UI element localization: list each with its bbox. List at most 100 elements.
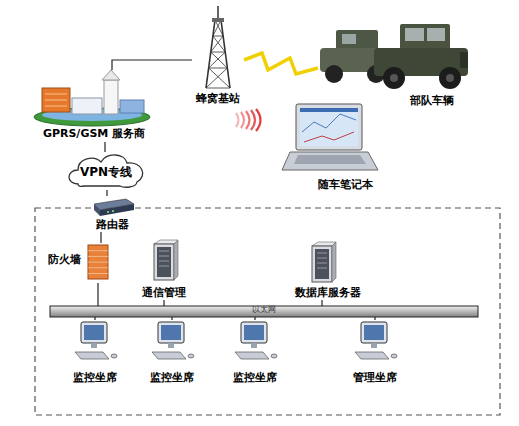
jeep-window bbox=[405, 28, 424, 41]
vehicle-photo-art bbox=[320, 24, 468, 89]
brick-line bbox=[88, 273, 108, 274]
map-route bbox=[304, 132, 354, 142]
tower-brace bbox=[213, 36, 223, 37]
monitor-screen bbox=[364, 325, 384, 340]
signal-wave bbox=[251, 110, 255, 130]
shed-block bbox=[120, 100, 144, 113]
server-panel bbox=[157, 247, 171, 277]
server-side bbox=[332, 242, 336, 282]
cell-tower: 蜂窝基站 bbox=[192, 6, 244, 106]
jeep-grill bbox=[460, 52, 468, 68]
workstation: 监控坐席 bbox=[140, 320, 204, 384]
mouse bbox=[111, 354, 117, 358]
cell-tower-art bbox=[206, 6, 230, 88]
service-provider-building: GPRS/GSM 服务商 bbox=[30, 70, 158, 142]
monitor-screen bbox=[244, 325, 264, 340]
jeep-cabin bbox=[400, 24, 450, 50]
low-block bbox=[72, 98, 102, 114]
vpn-cloud: VPN专线 bbox=[64, 152, 148, 190]
server-box: 数据库服务器 bbox=[280, 242, 376, 300]
keyboard bbox=[355, 352, 389, 359]
monitor-screen bbox=[161, 325, 181, 340]
tower-brace bbox=[206, 68, 227, 88]
server-panel bbox=[315, 249, 329, 279]
node-label: 蜂窝基站 bbox=[192, 92, 244, 105]
firewall-wall bbox=[88, 245, 108, 279]
jeep-wheel bbox=[383, 67, 405, 89]
brick-line bbox=[88, 267, 108, 268]
screen-map bbox=[300, 108, 358, 146]
workstation-art bbox=[152, 322, 194, 359]
connector-line bbox=[97, 283, 98, 306]
connector-line bbox=[321, 300, 322, 306]
workstation: 监控坐席 bbox=[63, 320, 127, 384]
tower-brace bbox=[211, 36, 223, 52]
brick-line bbox=[88, 256, 108, 257]
laptop-screen bbox=[296, 104, 362, 150]
tower-brace bbox=[206, 88, 230, 89]
monitor-frame bbox=[81, 322, 107, 343]
server-box-art bbox=[154, 240, 178, 280]
server-box: 通信管理 bbox=[130, 240, 198, 300]
signal-wave bbox=[246, 111, 250, 129]
brick-line bbox=[88, 262, 108, 263]
router-device-art bbox=[94, 199, 134, 216]
connector-line bbox=[163, 300, 164, 306]
firewall-device-art bbox=[88, 245, 108, 279]
tower-brace bbox=[213, 36, 225, 52]
keyboard bbox=[75, 352, 109, 359]
wireless-link bbox=[244, 53, 318, 74]
laptop-base bbox=[282, 152, 378, 170]
window-row bbox=[45, 94, 67, 95]
laptop-keyboard bbox=[294, 155, 366, 164]
service-provider-building-art bbox=[34, 70, 150, 126]
monitor-frame bbox=[158, 322, 184, 343]
jeep-window bbox=[427, 28, 445, 41]
window-row bbox=[45, 100, 67, 101]
mouse bbox=[188, 354, 194, 358]
keyboard bbox=[235, 352, 269, 359]
jeep-hub bbox=[446, 74, 454, 82]
router-device: 路由器 bbox=[88, 196, 136, 232]
router-light bbox=[107, 211, 109, 213]
tower-brace bbox=[209, 68, 230, 88]
tower-brace bbox=[211, 52, 225, 53]
connector-line bbox=[112, 60, 192, 70]
node-label: 防火墙 bbox=[42, 253, 86, 266]
drive-slot bbox=[159, 261, 169, 262]
node-label: 通信管理 bbox=[130, 286, 198, 299]
office-block bbox=[42, 88, 70, 112]
monitor-stand bbox=[168, 343, 174, 348]
mouse bbox=[271, 354, 277, 358]
screen-titlebar bbox=[300, 108, 358, 112]
jeep-wheel bbox=[439, 67, 461, 89]
vehicle-photo: 部队车辆 bbox=[318, 18, 470, 110]
node-label: 数据库服务器 bbox=[280, 286, 376, 299]
workstation-art bbox=[75, 322, 117, 359]
ethernet-bus: 以太网 bbox=[50, 306, 478, 317]
server-side bbox=[174, 240, 178, 280]
antenna bbox=[217, 6, 219, 20]
monitor-stand bbox=[251, 343, 257, 348]
server-box-art bbox=[312, 242, 336, 282]
connector-line bbox=[106, 190, 107, 196]
node-label: VPN专线 bbox=[64, 165, 148, 179]
brick-line bbox=[88, 250, 108, 251]
jeep-window bbox=[342, 34, 356, 44]
laptop-device-art bbox=[282, 104, 378, 170]
roof bbox=[102, 70, 120, 80]
tower-leg bbox=[221, 20, 230, 88]
jeep-hub bbox=[390, 74, 398, 82]
monitor-screen bbox=[84, 325, 104, 340]
tower-leg bbox=[206, 20, 215, 88]
tall-block bbox=[104, 80, 118, 114]
monitor-frame bbox=[361, 322, 387, 343]
map-route bbox=[302, 114, 356, 132]
node-label: 管理坐席 bbox=[343, 371, 407, 384]
workstation: 监控坐席 bbox=[223, 320, 287, 384]
bus-bar bbox=[50, 306, 478, 317]
tower-brace bbox=[213, 20, 221, 36]
drive-slot bbox=[317, 263, 327, 264]
tower-brace bbox=[209, 68, 228, 69]
keyboard bbox=[152, 352, 186, 359]
